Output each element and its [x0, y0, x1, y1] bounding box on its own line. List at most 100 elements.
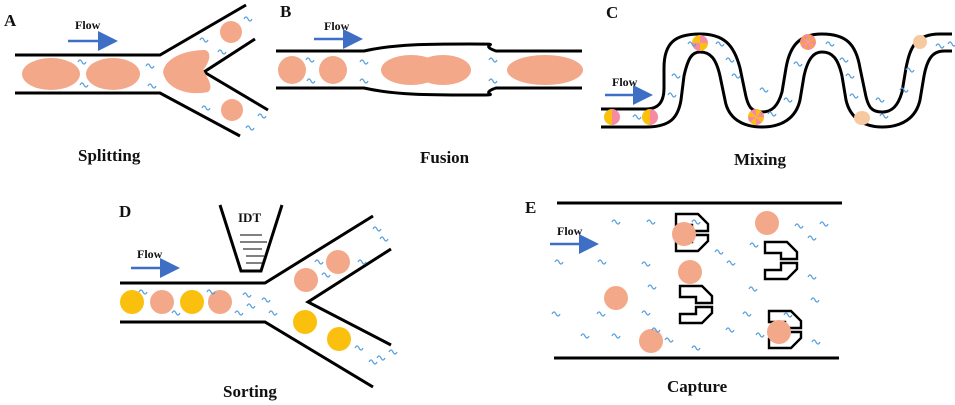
wave-icon	[687, 41, 697, 47]
wave-icon	[580, 333, 590, 339]
partially-mixed-droplet	[692, 35, 708, 51]
fluid-waves	[77, 16, 267, 131]
channel-wall-bottom	[120, 320, 374, 389]
wave-icon	[314, 259, 324, 265]
wave-icon	[234, 310, 244, 316]
channel-splitter-wall	[305, 247, 392, 347]
wave-icon	[714, 249, 724, 255]
wave-icon	[875, 97, 885, 103]
premix-droplet	[642, 109, 658, 125]
panel-d-letter: D	[119, 202, 131, 221]
fused-droplet	[507, 55, 583, 85]
cell-droplet	[208, 290, 232, 314]
droplet	[22, 58, 80, 90]
wave-icon	[905, 67, 915, 73]
panel-e-capture: E Flow Capture	[525, 198, 842, 396]
wave-icon	[742, 311, 752, 317]
panel-a-flow-label: Flow	[75, 18, 101, 32]
panel-d-sorting: D Flow IDT Sorting	[119, 202, 398, 401]
wave-icon	[748, 286, 758, 292]
wave-icon	[646, 219, 656, 225]
wave-icon	[551, 311, 561, 317]
wave-icon	[691, 219, 701, 225]
free-cell	[678, 260, 702, 284]
wave-icon	[321, 272, 331, 278]
sorted-yellow-droplet	[327, 327, 351, 351]
cell-trap	[678, 284, 714, 325]
wave-icon	[783, 312, 793, 318]
sorted-cell-droplet	[326, 250, 350, 274]
wave-icon	[755, 332, 765, 338]
mixed-droplet	[854, 111, 870, 125]
wave-icon	[664, 337, 674, 343]
panel-b-fusion: B Flow Fusion	[276, 2, 583, 167]
premix-droplet	[604, 109, 620, 125]
panel-a-letter: A	[4, 11, 17, 30]
wave-icon	[217, 49, 227, 55]
droplet	[278, 56, 306, 84]
cell-trap	[763, 240, 799, 281]
wave-icon	[641, 310, 651, 316]
yellow-droplet	[180, 290, 204, 314]
sorted-yellow-droplet	[293, 310, 317, 334]
droplet	[319, 56, 347, 84]
wave-icon	[305, 57, 315, 63]
droplet	[86, 58, 140, 90]
wave-icon	[245, 125, 255, 131]
wave-icon	[759, 87, 769, 93]
serpentine-wall-inner	[601, 49, 952, 129]
wave-icon	[611, 333, 621, 339]
panel-b-caption: Fusion	[420, 148, 470, 167]
cell-droplet	[150, 290, 174, 314]
wave-icon	[725, 327, 735, 333]
wave-icon	[749, 242, 759, 248]
wave-icon	[372, 226, 382, 232]
wave-icon	[839, 57, 849, 63]
panel-e-caption: Capture	[667, 377, 728, 396]
channel-wall-bottom	[15, 91, 241, 138]
wave-icon	[171, 310, 181, 316]
wave-icon	[767, 111, 777, 117]
wave-icon	[246, 303, 256, 309]
wave-icon	[691, 345, 701, 351]
panel-d-flow-label: Flow	[137, 247, 163, 261]
channel-wall-bottom	[276, 86, 582, 97]
wave-icon	[201, 105, 211, 111]
wave-icon	[825, 41, 835, 47]
panel-a-splitting: A Flow Splitting	[4, 3, 269, 165]
wave-icon	[379, 236, 389, 242]
wave-icon	[947, 41, 955, 47]
panel-b-letter: B	[280, 2, 291, 21]
panel-b-flow-label: Flow	[324, 19, 350, 33]
fluid-waves	[138, 226, 398, 365]
free-cell	[604, 286, 628, 310]
wave-icon	[359, 59, 369, 65]
yellow-droplet	[120, 290, 144, 314]
panel-a-caption: Splitting	[78, 146, 141, 165]
fluid-waves	[551, 219, 829, 351]
channel-wall-top	[15, 3, 247, 57]
wave-icon	[807, 235, 817, 241]
wave-icon	[268, 310, 278, 316]
panel-c-mixing: C Flow Mixing	[601, 3, 955, 169]
wave-icon	[376, 355, 386, 361]
fluid-waves	[632, 41, 955, 120]
wave-icon	[725, 57, 735, 63]
wave-icon	[879, 113, 889, 119]
wave-icon	[810, 297, 820, 303]
channel-wall-top	[276, 42, 582, 53]
wave-icon	[388, 349, 398, 355]
wave-icon	[651, 327, 661, 333]
panel-c-caption: Mixing	[734, 150, 786, 169]
wave-icon	[368, 359, 378, 365]
wave-icon	[783, 97, 793, 103]
wave-icon	[819, 221, 829, 227]
fusing-droplet-right	[415, 55, 471, 85]
wave-icon	[261, 297, 271, 303]
wave-icon	[667, 92, 677, 98]
wave-icon	[488, 57, 498, 63]
fluid-waves	[305, 57, 498, 84]
wave-icon	[811, 339, 821, 345]
wave-icon	[671, 73, 681, 79]
splitting-droplet	[163, 50, 211, 94]
